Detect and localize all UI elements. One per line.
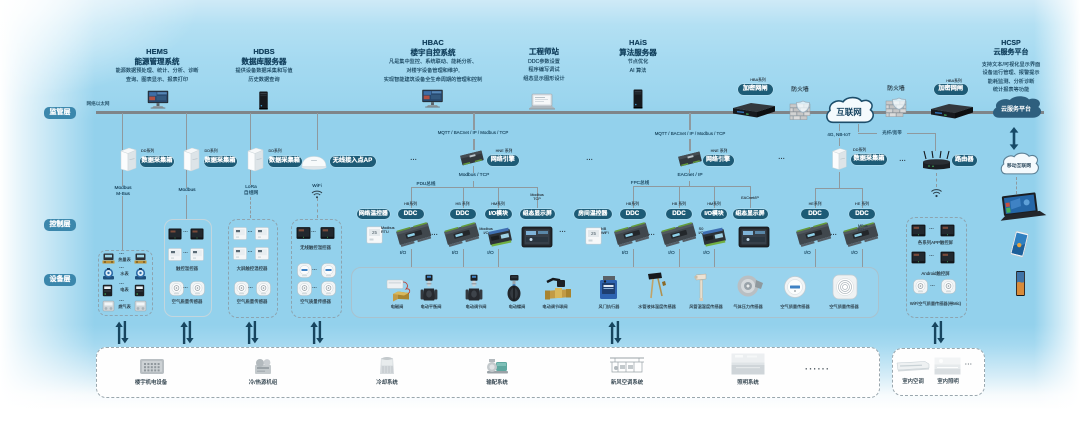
svg-text:移动互联网: 移动互联网 [1007, 162, 1031, 169]
svg-text:25: 25 [372, 230, 378, 235]
svg-text:25: 25 [591, 231, 597, 236]
svg-text:互联网: 互联网 [836, 107, 862, 117]
svg-text:云服务平台: 云服务平台 [1001, 105, 1031, 113]
